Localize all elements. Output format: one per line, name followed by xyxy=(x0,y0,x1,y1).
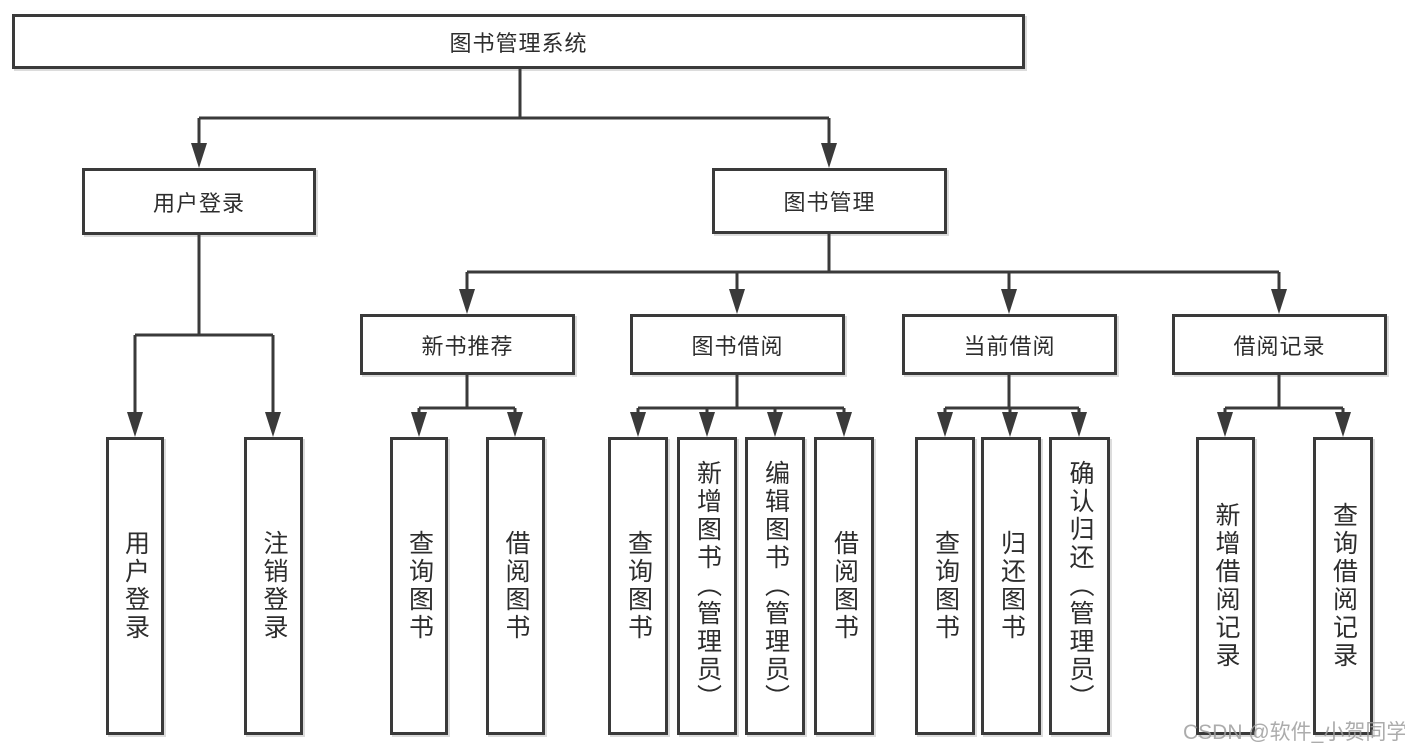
leaf-confirm-return-admin-label: 确认归还（管理员） xyxy=(1066,460,1094,712)
leaf-borrow-books-recommend: 借阅图书 xyxy=(486,437,545,735)
node-user-login-label: 用户登录 xyxy=(152,190,245,216)
node-borrow-records: 借阅记录 xyxy=(1172,314,1387,375)
leaf-add-borrow-record-label: 新增借阅记录 xyxy=(1212,502,1240,670)
leaf-add-books-admin: 新增图书（管理员） xyxy=(677,437,737,735)
leaf-query-books-current-label: 查询图书 xyxy=(931,530,960,642)
leaf-query-books-borrow-label: 查询图书 xyxy=(624,530,653,642)
leaf-add-books-admin-label: 新增图书（管理员） xyxy=(693,460,722,712)
watermark: CSDN @软件_小贺同学 xyxy=(1183,721,1405,744)
leaf-confirm-return-admin: 确认归还（管理员） xyxy=(1049,437,1110,735)
leaf-add-borrow-record: 新增借阅记录 xyxy=(1196,437,1255,735)
leaf-query-books-borrow: 查询图书 xyxy=(608,437,668,735)
leaf-borrow-books-recommend-label: 借阅图书 xyxy=(502,530,530,642)
node-current-borrow: 当前借阅 xyxy=(902,314,1117,375)
leaf-return-books-label: 归还图书 xyxy=(997,530,1026,642)
leaf-query-books-recommend: 查询图书 xyxy=(390,437,448,735)
node-new-book-recommend-label: 新书推荐 xyxy=(421,333,514,359)
leaf-edit-books-admin: 编辑图书（管理员） xyxy=(745,437,805,735)
node-root-system-label: 图书管理系统 xyxy=(449,30,588,56)
leaf-logout-label: 注销登录 xyxy=(260,530,288,642)
node-book-borrow-label: 图书借阅 xyxy=(691,333,784,359)
node-root-system: 图书管理系统 xyxy=(12,14,1025,69)
node-book-management-label: 图书管理 xyxy=(783,190,876,215)
node-user-login: 用户登录 xyxy=(82,168,316,235)
leaf-return-books: 归还图书 xyxy=(981,437,1041,735)
node-current-borrow-label: 当前借阅 xyxy=(963,333,1056,359)
leaf-query-borrow-record-label: 查询借阅记录 xyxy=(1329,502,1358,670)
node-borrow-records-label: 借阅记录 xyxy=(1233,333,1326,359)
leaf-query-books-recommend-label: 查询图书 xyxy=(405,530,434,642)
leaf-borrow-books-label: 借阅图书 xyxy=(830,530,859,642)
node-new-book-recommend: 新书推荐 xyxy=(360,314,575,375)
node-book-borrow: 图书借阅 xyxy=(630,314,845,375)
node-book-management: 图书管理 xyxy=(712,168,947,234)
leaf-user-login: 用户登录 xyxy=(106,437,164,735)
leaf-borrow-books: 借阅图书 xyxy=(814,437,874,735)
leaf-logout: 注销登录 xyxy=(244,437,303,735)
leaf-query-borrow-record: 查询借阅记录 xyxy=(1313,437,1373,735)
leaf-edit-books-admin-label: 编辑图书（管理员） xyxy=(761,460,790,712)
leaf-query-books-current: 查询图书 xyxy=(915,437,975,735)
leaf-user-login-label: 用户登录 xyxy=(121,530,150,642)
